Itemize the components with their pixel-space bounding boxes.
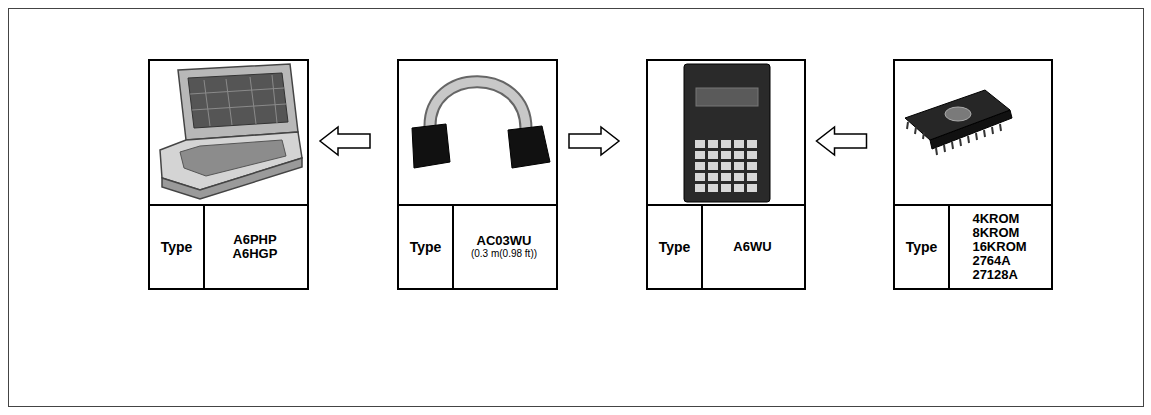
key xyxy=(695,140,705,148)
screen-grid xyxy=(190,75,286,126)
type-table: Type AC03WU(0.3 m(0.98 ft)) xyxy=(399,204,556,288)
type-header: Type xyxy=(161,239,193,255)
chip-body xyxy=(905,90,1010,140)
writer-keypad xyxy=(695,140,757,192)
key xyxy=(747,162,757,170)
cable-connector xyxy=(508,126,550,168)
cable-length: (0.3 m(0.98 ft)) xyxy=(471,248,537,260)
hollow-arrow xyxy=(817,127,867,155)
key xyxy=(734,184,744,192)
key xyxy=(734,151,744,159)
chip-window xyxy=(945,107,971,121)
laptop-front xyxy=(162,158,302,199)
device-panel: Type A6PHP A6HGP xyxy=(148,59,309,290)
key xyxy=(708,151,718,159)
writer-display xyxy=(696,88,758,106)
key xyxy=(747,173,757,181)
writer-picture xyxy=(684,64,770,202)
laptop-screen xyxy=(188,73,288,128)
key xyxy=(734,162,744,170)
type-table: Type A6PHP A6HGP xyxy=(150,204,307,288)
key xyxy=(747,140,757,148)
laptop-lid xyxy=(178,64,298,140)
hollow-arrow xyxy=(569,127,619,155)
model-name: A6PHP A6HGP xyxy=(233,233,278,261)
device-panel: Type AC03WU(0.3 m(0.98 ft)) xyxy=(397,59,558,290)
eprom-picture xyxy=(905,90,1012,155)
cable-wire xyxy=(430,82,526,130)
type-cell: Type xyxy=(895,206,950,288)
cable-connector xyxy=(412,124,450,168)
key xyxy=(734,140,744,148)
model-name: 4KROM 8KROM 16KROM 2764A 27128A xyxy=(972,212,1026,282)
value-cell: A6WU xyxy=(701,206,804,288)
writer-body xyxy=(684,64,770,202)
outer-frame xyxy=(9,9,1144,407)
type-cell: Type xyxy=(648,206,703,288)
type-header: Type xyxy=(410,239,442,255)
type-table: Type 4KROM 8KROM 16KROM 2764A 27128A xyxy=(895,204,1051,288)
key xyxy=(734,173,744,181)
type-header: Type xyxy=(659,239,691,255)
cable-picture xyxy=(412,82,550,168)
device-panel: Type A6WU xyxy=(646,59,806,290)
hollow-arrow xyxy=(320,127,370,155)
type-table: Type A6WU xyxy=(648,204,804,288)
device-panel: Type 4KROM 8KROM 16KROM 2764A 27128A xyxy=(893,59,1053,290)
key xyxy=(695,173,705,181)
key xyxy=(721,140,731,148)
value-cell: 4KROM 8KROM 16KROM 2764A 27128A xyxy=(948,206,1051,288)
key xyxy=(721,162,731,170)
key xyxy=(695,162,705,170)
key xyxy=(695,184,705,192)
laptop-picture xyxy=(160,64,302,199)
model-name: AC03WU xyxy=(477,234,532,248)
key xyxy=(695,151,705,159)
key xyxy=(708,184,718,192)
key xyxy=(747,184,757,192)
model-name: A6WU xyxy=(733,240,771,254)
key xyxy=(708,140,718,148)
key xyxy=(721,184,731,192)
key xyxy=(708,162,718,170)
key xyxy=(747,151,757,159)
type-header: Type xyxy=(906,239,938,255)
type-cell: Type xyxy=(399,206,454,288)
type-cell: Type xyxy=(150,206,205,288)
cable-outline xyxy=(430,82,526,130)
key xyxy=(721,173,731,181)
chip-pins xyxy=(907,122,1001,155)
key xyxy=(721,151,731,159)
value-cell: A6PHP A6HGP xyxy=(203,206,307,288)
key xyxy=(708,173,718,181)
value-cell: AC03WU(0.3 m(0.98 ft)) xyxy=(452,206,556,288)
